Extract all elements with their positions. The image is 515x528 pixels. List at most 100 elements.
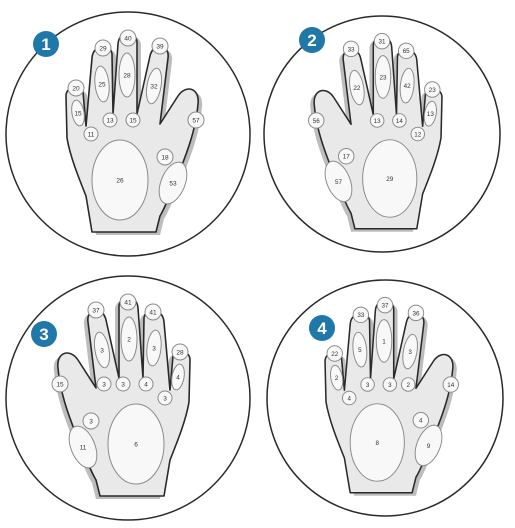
zone-label: 4 — [419, 418, 423, 425]
zone-label: 33 — [348, 46, 355, 53]
zone-index-base: 4 — [139, 377, 153, 391]
zone-label: 31 — [379, 39, 386, 46]
zone-label: 41 — [124, 300, 132, 307]
zone-label: 3 — [102, 382, 106, 389]
zone-label: 2 — [335, 375, 339, 382]
zone-label: 4 — [347, 395, 351, 402]
zone-label: 23 — [379, 74, 386, 81]
zone-label: 29 — [99, 46, 107, 53]
zone-index-tip: 33 — [353, 307, 368, 322]
zone-ring-tip: 33 — [343, 41, 358, 56]
zone-index-base: 14 — [393, 114, 407, 128]
zone-label: 18 — [161, 155, 169, 162]
zone-thumb-tip: 56 — [308, 113, 323, 128]
zone-middle-base: 3 — [116, 377, 130, 391]
zone-label: 40 — [124, 36, 132, 43]
zone-label: 20 — [72, 86, 80, 93]
zone-middle-tip: 40 — [120, 30, 136, 46]
zone-ring-base: 3 — [97, 377, 111, 391]
panel-number-badge: 2 — [299, 27, 325, 53]
zone-thumb-tip: 15 — [52, 376, 68, 392]
zone-label: 15 — [74, 111, 82, 118]
zone-middle-tip: 41 — [120, 294, 136, 310]
zone-label: 56 — [313, 118, 320, 125]
zone-ring-tip: 39 — [152, 38, 168, 54]
hand-panel-3: 41413728153234433331163 — [6, 276, 250, 520]
zone-label: 9 — [427, 443, 431, 450]
zone-label: 15 — [129, 118, 137, 125]
badge-number: 2 — [307, 31, 316, 50]
zone-label: 3 — [152, 346, 156, 353]
zone-label: 37 — [92, 308, 100, 315]
zone-pinky-base: 12 — [411, 127, 425, 141]
zone-label: 39 — [156, 44, 164, 51]
zone-label: 37 — [382, 303, 389, 310]
zone-label: 28 — [176, 350, 184, 357]
zone-thumb-tip: 57 — [188, 112, 204, 128]
zone-label: 26 — [116, 178, 124, 185]
zone-ring-tip: 37 — [88, 302, 104, 318]
zone-label: 22 — [353, 85, 360, 92]
zone-label: 3 — [121, 382, 125, 389]
zone-label: 4 — [144, 382, 148, 389]
zone-middle-base: 15 — [126, 113, 140, 127]
zone-label: 41 — [149, 310, 157, 317]
zone-label: 3 — [89, 419, 93, 426]
zone-palm: 8 — [350, 404, 404, 481]
zone-label: 14 — [447, 382, 454, 389]
zone-label: 13 — [106, 118, 114, 125]
zone-palm: 29 — [363, 140, 417, 217]
zone-label: 4 — [176, 375, 180, 382]
zone-palm: 26 — [92, 140, 148, 220]
zone-label: 3 — [408, 349, 412, 356]
zone-label: 13 — [427, 111, 434, 118]
zone-pinky-tip: 28 — [172, 344, 188, 360]
zone-ring-tip: 36 — [408, 305, 423, 320]
zone-thumb-joint: 18 — [157, 149, 173, 165]
panel-number-badge: 1 — [33, 31, 59, 57]
zone-middle-mid: 23 — [375, 56, 390, 99]
zone-label: 15 — [56, 382, 64, 389]
zone-label: 53 — [169, 181, 177, 188]
zone-middle-tip: 37 — [377, 297, 392, 312]
zone-middle-mid: 1 — [376, 320, 391, 363]
zone-thumb-tip: 14 — [443, 377, 458, 392]
zone-label: 3 — [163, 396, 167, 403]
zone-index-tip: 41 — [145, 304, 161, 320]
zone-thumb-joint: 4 — [413, 413, 428, 428]
zone-pinky-base: 3 — [158, 391, 172, 405]
zone-pinky-base: 11 — [84, 127, 98, 141]
hand-panel-1: 29 40 39 20 57 25 28 32 15 11 13 15 18 53 26 1 — [6, 12, 250, 256]
zone-index-tip: 29 — [95, 40, 111, 56]
panel-number-badge: 4 — [309, 315, 335, 341]
badge-number: 1 — [41, 35, 50, 54]
zone-label: 3 — [388, 382, 392, 389]
zone-label: 23 — [429, 87, 436, 94]
zone-label: 3 — [100, 348, 104, 355]
zone-label: 13 — [374, 118, 381, 125]
zone-thumb-joint: 3 — [83, 413, 99, 429]
zone-label: 17 — [343, 154, 350, 161]
panel-number-badge: 3 — [31, 321, 57, 347]
zone-label: 22 — [331, 351, 338, 358]
zone-label: 11 — [80, 445, 87, 452]
zone-middle-mid: 28 — [119, 53, 135, 97]
zone-label: 11 — [88, 132, 95, 139]
zone-label: 2 — [406, 382, 410, 389]
zone-label: 2 — [127, 337, 131, 344]
zone-label: 29 — [386, 176, 393, 183]
zone-index-base: 3 — [361, 378, 375, 392]
zone-middle-tip: 31 — [374, 33, 389, 48]
zone-label: 14 — [396, 118, 403, 125]
zone-label: 32 — [150, 84, 158, 91]
zone-label: 25 — [98, 82, 106, 89]
zone-label: 8 — [376, 440, 380, 447]
zone-label: 3 — [366, 382, 370, 389]
zone-middle-mid: 2 — [121, 317, 137, 361]
zone-palm: 6 — [108, 404, 164, 484]
zone-index-tip: 65 — [398, 43, 413, 58]
badge-number: 4 — [317, 319, 327, 338]
zone-label: 65 — [403, 48, 410, 55]
